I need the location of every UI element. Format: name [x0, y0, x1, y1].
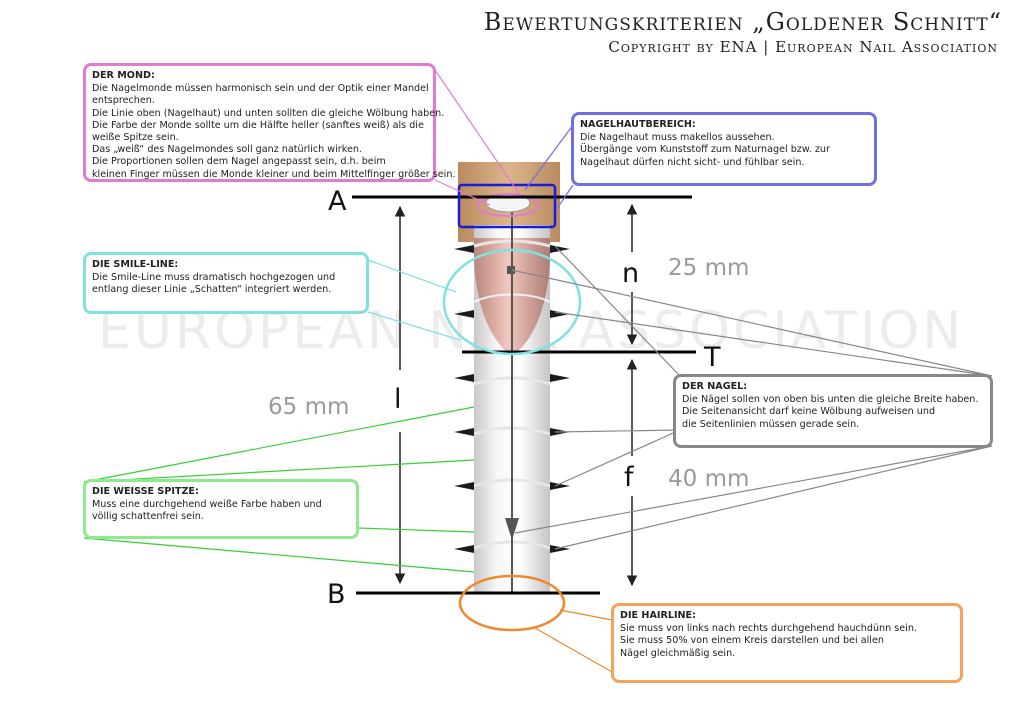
hairline-circle [458, 574, 566, 632]
label-t: T [703, 342, 721, 373]
callout-hairline: DIE HAIRLINE: Sie muss von links nach re… [611, 603, 963, 683]
label-n: n [622, 258, 639, 289]
callout-line: Sie muss von links nach rechts durchgehe… [620, 623, 917, 635]
nagel-leaders [511, 245, 993, 550]
callout-line: Die Nagelhaut muss makellos aussehen. [580, 132, 775, 144]
hairline-leaders [534, 609, 613, 673]
nagelhaut-leaders [524, 124, 574, 211]
center-marker [507, 266, 515, 274]
page-title: Bewertungskriterien „Goldener Schnitt“ [483, 8, 1002, 36]
callout-heading: DIE HAIRLINE: [620, 610, 696, 621]
callout-line: Nagelhaut dürfen nicht sicht- und fühlba… [580, 156, 805, 168]
callout-nagelhaut: NAGELHAUTBEREICH: Die Nagelhaut muss mak… [571, 112, 877, 186]
callout-heading: DER NAGEL: [682, 381, 748, 392]
callout-line: Muss eine durchgehend weiße Farbe haben … [92, 499, 322, 511]
callout-line: Die Farbe der Monde sollte um die Hälfte… [92, 119, 424, 131]
callout-line: Die Smile-Line muss dramatisch hochgezog… [92, 272, 336, 284]
callout-nagel: DER NAGEL: Die Nägel sollen von oben bis… [673, 374, 993, 448]
cuticle-highlight [457, 183, 557, 229]
side-spikes [454, 245, 570, 553]
callout-line: Die Nägel sollen von oben bis unten die … [682, 394, 979, 406]
callout-line: Die Seitenansicht darf keine Wölbung auf… [682, 406, 936, 418]
callout-line: Das „weiß“ des Nagelmondes soll ganz nat… [92, 144, 362, 156]
callout-line: Übergänge vom Kunststoff zum Naturnagel … [580, 144, 830, 156]
callout-smile-line: DIE SMILE-LINE: Die Smile-Line muss dram… [83, 252, 369, 314]
callout-line: Sie muss 50% von einem Kreis darstellen … [620, 635, 884, 647]
callout-line: entlang dieser Linie „Schatten“ integrie… [92, 284, 332, 296]
callout-heading: DIE SMILE-LINE: [92, 259, 179, 270]
callout-line: die Seitenlinien müssen gerade sein. [682, 418, 860, 430]
mond-leaders [434, 69, 521, 206]
callout-weisse-spitze: DIE WEISSE SPITZE: Muss eine durchgehend… [83, 479, 359, 539]
label-l: l [394, 384, 402, 415]
callout-line: Die Linie oben (Nagelhaut) und unten sol… [92, 107, 445, 119]
measure-l: 65 mm [268, 394, 349, 420]
callout-line: kleinen Finger müssen die Monde kleiner … [92, 168, 456, 180]
center-axis-arrow [505, 518, 519, 540]
callout-mond: DER MOND: Die Nagelmonde müssen harmonis… [83, 63, 456, 182]
callout-line: völlig schattenfrei sein. [92, 511, 204, 523]
callout-line: weiße Spitze sein. [92, 132, 179, 144]
label-f: f [624, 462, 635, 493]
callout-heading: NAGELHAUTBEREICH: [580, 119, 696, 130]
copyright-subtitle: Copyright by ENA | European Nail Associa… [608, 38, 998, 56]
moon-circle [477, 193, 539, 217]
callout-line: Nägel gleichmäßig sein. [620, 647, 736, 659]
smile-leaders [367, 259, 461, 341]
label-b: B [327, 579, 346, 610]
callout-line: Die Proportionen sollen dem Nagel angepa… [92, 156, 386, 168]
smile-line-circle [442, 248, 582, 356]
measure-f: 40 mm [668, 466, 749, 492]
callout-line: entsprechen. [92, 95, 155, 107]
callout-heading: DER MOND: [92, 70, 155, 81]
callout-heading: DIE WEISSE SPITZE: [92, 486, 199, 497]
spitze-leaders [83, 406, 475, 573]
measure-n: 25 mm [668, 255, 749, 281]
callout-line: Die Nagelmonde müssen harmonisch sein un… [92, 83, 429, 95]
label-a: A [328, 186, 347, 217]
